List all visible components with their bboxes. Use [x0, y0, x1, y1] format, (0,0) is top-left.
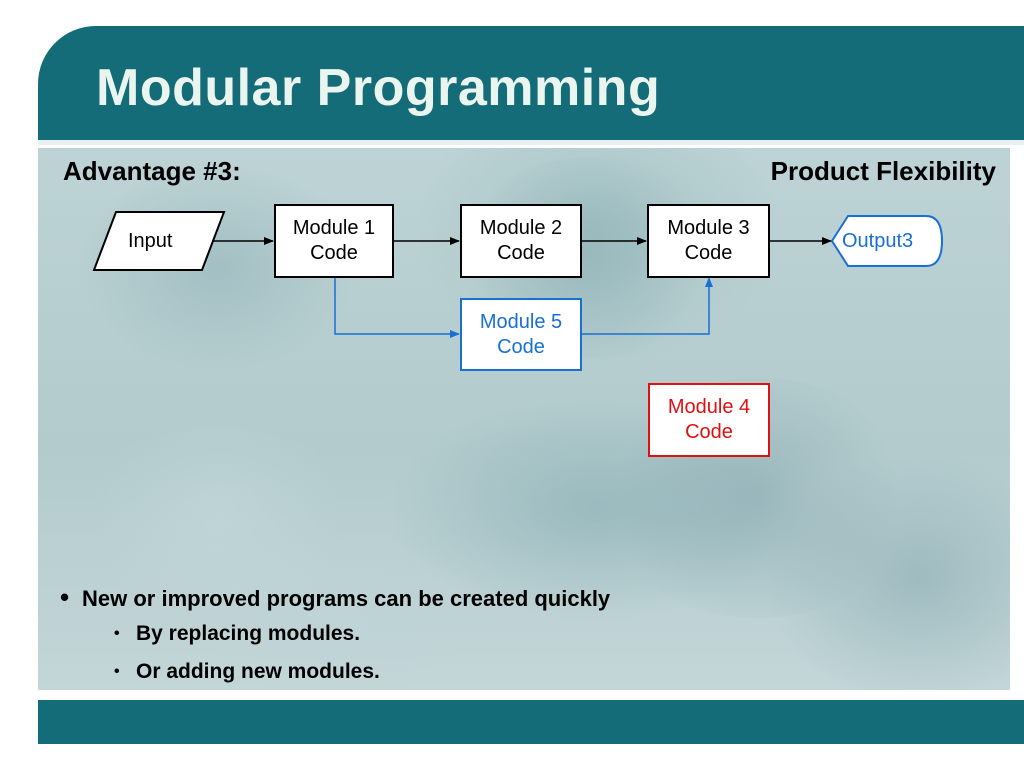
- bullet-dot-icon: •: [60, 582, 70, 612]
- output-label: Output3: [842, 230, 914, 252]
- module-3-sublabel: Code: [684, 242, 733, 264]
- output-shape: [830, 215, 944, 267]
- module-1-box: Module 1 Code: [274, 204, 394, 278]
- bullet-sub: • Or adding new modules.: [114, 660, 380, 684]
- advantage-topic: Product Flexibility: [770, 156, 996, 186]
- bullet-sub: • By replacing modules.: [114, 622, 360, 646]
- module-2-sublabel: Code: [497, 242, 545, 264]
- bullet-sub-text: Or adding new modules.: [136, 660, 380, 683]
- module-2-label: Module 2: [479, 217, 563, 239]
- input-shape: [92, 211, 226, 271]
- header-divider: [38, 140, 1024, 145]
- module-4-box: Module 4 Code: [648, 383, 770, 457]
- module-4-sublabel: Code: [685, 421, 733, 443]
- bullet-sub-text: By replacing modules.: [136, 622, 361, 645]
- module-4-label: Module 4: [667, 396, 751, 418]
- module-3-label: Module 3: [667, 217, 750, 239]
- module-3-box: Module 3 Code: [647, 204, 770, 278]
- input-label: Input: [128, 230, 173, 252]
- bullet-dot-icon: •: [114, 625, 120, 642]
- advantage-label: Advantage #3:: [63, 156, 241, 186]
- module-1-label: Module 1: [292, 217, 376, 239]
- module-5-box: Module 5 Code: [460, 298, 582, 371]
- bullet-dot-icon: •: [114, 663, 120, 680]
- module-5-label: Module 5: [479, 310, 563, 333]
- footer-bar: [38, 700, 1024, 744]
- edge-module5-module3: [582, 277, 713, 335]
- module-5-sublabel: Code: [497, 335, 545, 358]
- bullet-main-text: New or improved programs can be created …: [82, 586, 611, 611]
- header-banner: [38, 26, 1024, 140]
- edge-module1-module5: [334, 277, 460, 338]
- background-photo-shape: [68, 428, 368, 608]
- bullet-main: • New or improved programs can be created…: [60, 582, 610, 613]
- module-2-box: Module 2 Code: [460, 204, 582, 278]
- module-1-sublabel: Code: [310, 242, 358, 264]
- slide-title: Modular Programming: [96, 59, 661, 117]
